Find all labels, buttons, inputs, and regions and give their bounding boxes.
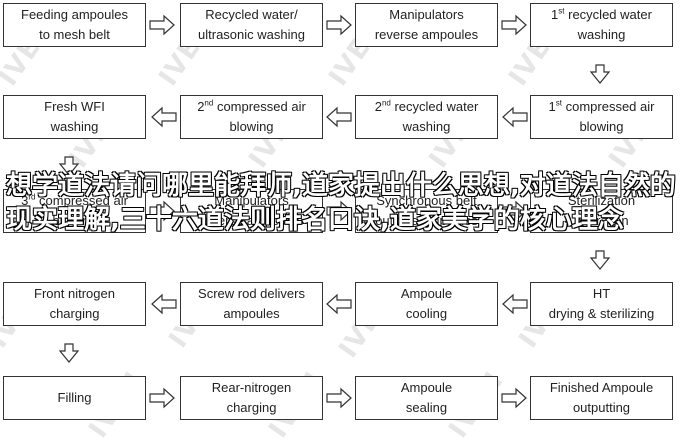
arrow-right-icon xyxy=(501,200,527,222)
arrow-right-icon xyxy=(501,387,527,409)
arrow-left-icon xyxy=(151,106,177,128)
arrow-left-icon xyxy=(151,293,177,315)
arrow-left-icon xyxy=(326,293,352,315)
overlay-caption: 想学道法请问哪里能拜师,道家提出什么思想,对道法自然的现实理解,三十六道法则排名… xyxy=(6,171,676,235)
step-ultrasonic-washing: Recycled water/ultrasonic washing xyxy=(180,3,323,47)
arrow-down-icon xyxy=(58,156,80,176)
arrow-right-icon xyxy=(326,14,352,36)
arrow-right-icon xyxy=(149,200,175,222)
arrow-left-icon xyxy=(502,106,528,128)
arrow-left-icon xyxy=(326,106,352,128)
arrow-right-icon xyxy=(326,200,352,222)
arrow-down-icon xyxy=(589,250,611,270)
arrow-right-icon xyxy=(149,14,175,36)
arrow-right-icon xyxy=(326,387,352,409)
arrow-right-icon xyxy=(501,14,527,36)
step-filling: Filling xyxy=(3,376,146,420)
arrow-down-icon xyxy=(58,343,80,363)
arrow-down-icon xyxy=(589,64,611,84)
arrow-right-icon xyxy=(149,387,175,409)
arrow-left-icon xyxy=(502,293,528,315)
